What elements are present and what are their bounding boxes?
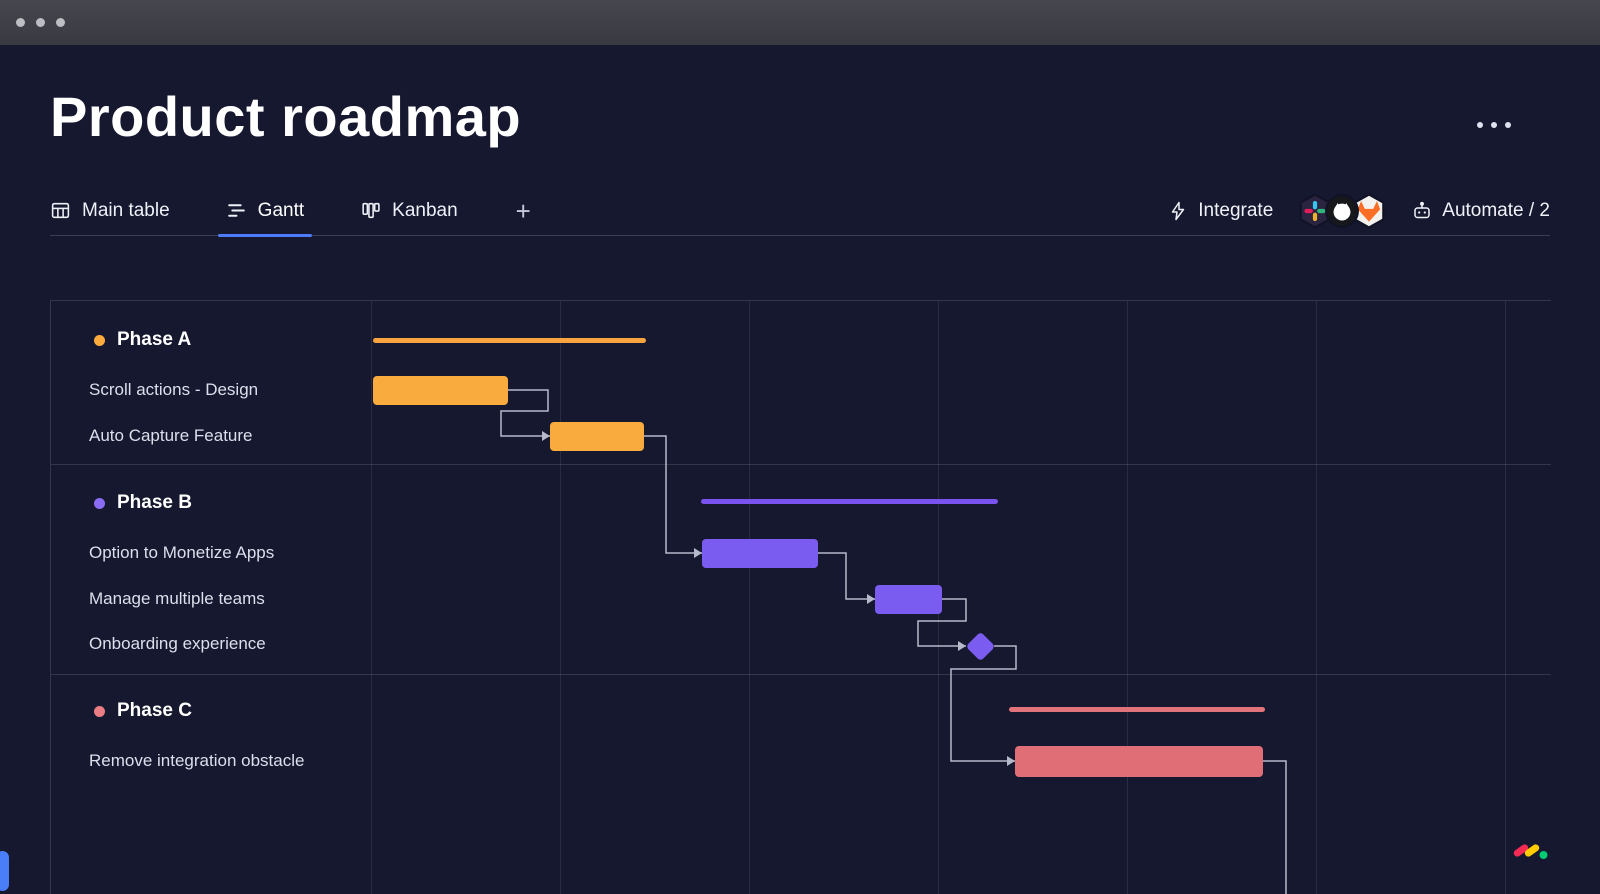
grid-vline (560, 301, 561, 894)
connector-line (950, 645, 1017, 762)
tab-main-table[interactable]: Main table (50, 186, 170, 235)
add-view-button[interactable]: + (515, 195, 531, 226)
gantt-task-label[interactable]: Remove integration obstacle (89, 751, 305, 770)
connector-arrowhead (694, 548, 702, 558)
integrate-button[interactable]: Integrate (1167, 200, 1273, 222)
ellipsis-icon (1491, 122, 1497, 128)
gantt-summary-line (1009, 706, 1265, 712)
kanban-icon (362, 202, 380, 219)
gantt-bar[interactable] (875, 585, 942, 614)
table-icon (51, 202, 70, 219)
group-name: Phase B (117, 492, 192, 513)
gantt-summary-line (701, 498, 998, 504)
view-tabs-bar: Main table Gantt Kanban + Integrate (50, 186, 1550, 237)
gitlab-badge-icon[interactable] (1351, 192, 1387, 229)
robot-icon (1414, 201, 1431, 218)
connector-line (500, 389, 550, 437)
tab-label: Kanban (392, 199, 458, 221)
window-control-dot[interactable] (16, 18, 25, 27)
dependency-connectors (500, 389, 1287, 894)
gantt-task-label[interactable]: Auto Capture Feature (89, 426, 253, 445)
scrollbar-thumb[interactable] (0, 851, 9, 891)
grid-vline (749, 301, 750, 894)
group-separator-line (51, 464, 1551, 465)
connector-line (818, 552, 875, 600)
tab-label: Gantt (257, 199, 305, 221)
gantt-task-label[interactable]: Onboarding experience (89, 634, 266, 653)
connector-arrowhead (1007, 756, 1015, 766)
toolbar-right: Integrate (1167, 192, 1550, 229)
grid-vline (371, 301, 372, 894)
grid-vline (1316, 301, 1317, 894)
gantt-task-label[interactable]: Scroll actions - Design (89, 380, 259, 399)
integrate-label: Integrate (1198, 199, 1274, 221)
group-color-dot (94, 497, 105, 509)
gantt-task-label[interactable]: Manage multiple teams (89, 589, 265, 608)
gantt-task-label[interactable]: Option to Monetize Apps (89, 543, 275, 562)
ellipsis-icon (1477, 122, 1483, 128)
automate-button[interactable]: Automate / 2 (1411, 200, 1550, 222)
connector-line (1263, 760, 1287, 894)
connector-arrowhead (958, 641, 966, 651)
connector-arrowhead (542, 431, 550, 441)
group-color-dot (94, 705, 105, 717)
window-titlebar (0, 0, 1600, 45)
gantt-group-label[interactable]: Phase C (94, 700, 192, 722)
tab-kanban[interactable]: Kanban (360, 186, 458, 235)
more-options-button[interactable] (1468, 112, 1520, 138)
window-control-dot[interactable] (36, 18, 45, 27)
github-badge-icon[interactable] (1324, 193, 1360, 229)
gantt-milestone[interactable] (965, 631, 995, 661)
integrate-icon (1172, 201, 1185, 220)
tab-gantt[interactable]: Gantt (217, 186, 313, 237)
gantt-icon (227, 204, 245, 217)
grid-vline (1127, 301, 1128, 894)
tab-label: Main table (82, 199, 170, 221)
ellipsis-icon (1505, 122, 1511, 128)
integration-app-badges (1297, 192, 1387, 229)
gantt-summary-line (373, 337, 646, 343)
automate-label: Automate / 2 (1442, 199, 1550, 221)
slack-badge-icon[interactable] (1297, 192, 1333, 229)
grid-vline (1505, 301, 1506, 894)
gantt-bar[interactable] (702, 539, 818, 568)
group-name: Phase A (117, 329, 192, 350)
connector-line (644, 435, 702, 554)
gantt-group-label[interactable]: Phase B (94, 492, 192, 514)
group-separator-line (51, 674, 1551, 675)
group-color-dot (94, 334, 105, 346)
page-title: Product roadmap (50, 85, 522, 148)
gantt-bar[interactable] (1015, 746, 1263, 777)
connector-arrowhead (867, 594, 875, 604)
window-control-dot[interactable] (56, 18, 65, 27)
window-controls (16, 18, 65, 27)
group-name: Phase C (117, 700, 192, 721)
monday-logo (1513, 844, 1548, 859)
gantt-bar[interactable] (550, 422, 644, 451)
gantt-bar[interactable] (373, 376, 508, 405)
gantt-group-label[interactable]: Phase A (94, 329, 191, 351)
